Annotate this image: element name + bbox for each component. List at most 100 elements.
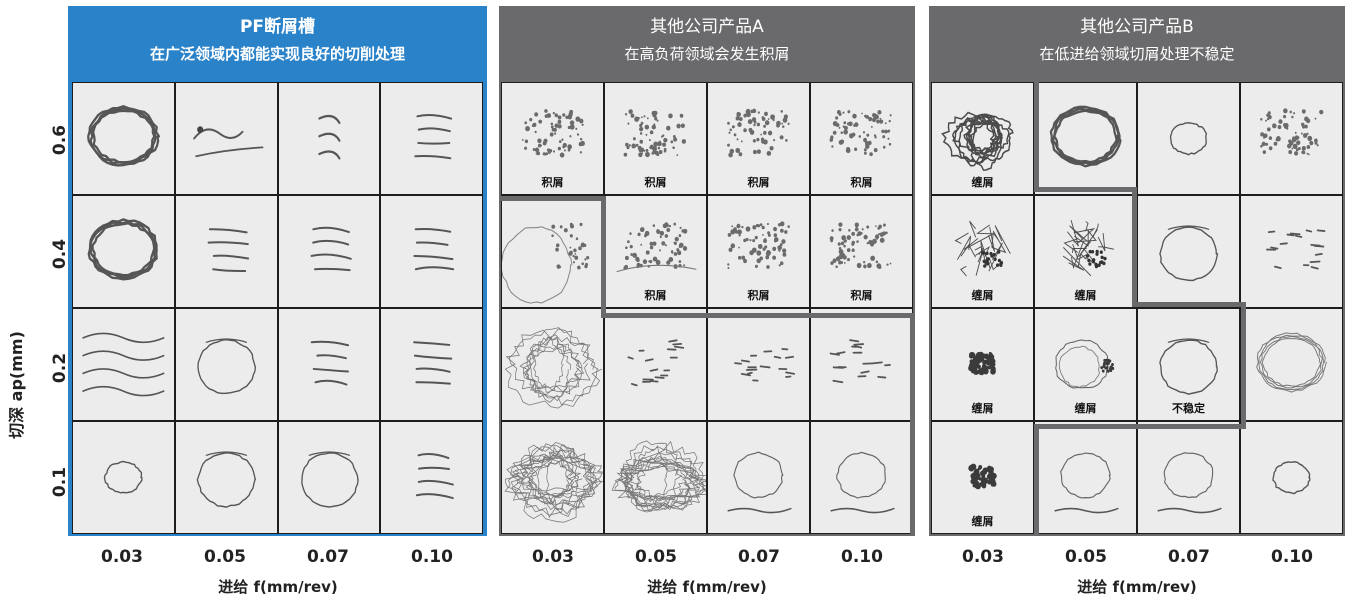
frame-segment <box>1132 187 1137 307</box>
frame-segment <box>501 196 605 201</box>
panel-pf-title: PF断屑槽 <box>239 17 316 37</box>
panel-pf-grid <box>72 82 483 534</box>
chip-image <box>196 451 256 508</box>
chip-image <box>310 226 352 272</box>
chip-cell-3-0: 缠屑 <box>931 421 1034 534</box>
chip-cell-0-1 <box>174 82 278 195</box>
chip-cell-2-2: 不稳定 <box>1137 308 1240 421</box>
panel-pf-subtitle: 在广泛领域内都能实现良好的切削处理 <box>149 45 405 63</box>
y-tick-0.4: 0.4 <box>50 238 70 270</box>
y-tick-0.2: 0.2 <box>50 352 70 384</box>
chip-cell-1-0 <box>501 195 604 308</box>
chip-cell-3-1 <box>174 421 278 534</box>
chip-cell-1-2: 积屑 <box>707 195 810 308</box>
chip-cell-1-3 <box>1240 195 1343 308</box>
chip-image <box>1049 105 1122 168</box>
chip-image <box>414 114 453 160</box>
panel-b-title: 其他公司产品B <box>1080 17 1194 37</box>
chip-image <box>416 453 455 500</box>
panel-a-grid: 积屑积屑积屑积屑积屑积屑积屑 <box>501 82 913 534</box>
chip-cell-1-3 <box>380 195 483 308</box>
chip-cell-1-2 <box>277 195 381 308</box>
chip-cell-2-3 <box>810 308 913 421</box>
chip-cell-2-2 <box>707 308 810 421</box>
chip-image <box>1266 229 1326 270</box>
y-tick-0.6: 0.6 <box>50 124 70 156</box>
chip-result-tag: 积屑 <box>747 289 770 302</box>
chip-image <box>829 339 891 384</box>
chip-cell-0-3: 积屑 <box>810 82 913 195</box>
x-tick-pf-0.05: 0.05 <box>204 547 246 567</box>
x-tick-b-0.07: 0.07 <box>1168 547 1210 567</box>
chip-image <box>413 341 453 385</box>
x-axis-label-b: 进给 f(mm/rev) <box>1077 578 1197 596</box>
chip-result-tag: 缠屑 <box>1074 289 1097 302</box>
chip-image <box>623 109 687 158</box>
chip-image <box>300 451 359 508</box>
chip-cell-3-0 <box>72 421 175 534</box>
chip-image <box>734 348 796 382</box>
chip-image <box>192 126 264 158</box>
chip-result-tag: 积屑 <box>747 176 770 189</box>
y-axis-label: 切深 ap(mm) <box>7 331 26 439</box>
chip-image <box>1055 339 1115 389</box>
x-tick-a-0.10: 0.10 <box>841 547 883 567</box>
panel-pf-header: PF断屑槽 在广泛领域内都能实现良好的切削处理 <box>68 6 487 78</box>
chip-image <box>941 111 1014 171</box>
chip-image <box>310 340 349 386</box>
chip-cell-0-2: 积屑 <box>707 82 810 195</box>
chip-image <box>82 332 165 397</box>
chip-cell-2-0 <box>501 308 604 421</box>
chip-image <box>504 441 603 523</box>
chip-image <box>87 105 161 167</box>
chip-image <box>413 227 455 271</box>
chip-cell-0-0: 缠屑 <box>931 82 1034 195</box>
chip-image <box>87 218 158 281</box>
chip-image <box>968 463 997 490</box>
chip-result-tag: 积屑 <box>850 176 873 189</box>
chip-image <box>1159 225 1219 282</box>
chip-cell-0-2 <box>1137 82 1240 195</box>
chip-cell-3-2 <box>1137 421 1240 534</box>
chip-result-tag: 积屑 <box>644 289 667 302</box>
panel-b-grid: 缠屑缠屑缠屑缠屑缠屑不稳定缠屑 <box>931 82 1343 534</box>
panel-pf: PF断屑槽 在广泛领域内都能实现良好的切削处理 <box>68 6 487 536</box>
chip-image <box>627 339 685 387</box>
chip-cell-2-0 <box>72 308 175 421</box>
chip-image <box>968 351 996 376</box>
x-tick-a-0.07: 0.07 <box>738 547 780 567</box>
panel-a-header: 其他公司产品A 在高负荷领域会发生积屑 <box>499 6 915 78</box>
frame-segment <box>1241 302 1246 428</box>
frame-segment <box>1034 424 1039 534</box>
x-tick-b-0.10: 0.10 <box>1271 547 1313 567</box>
chip-result-tag: 缠屑 <box>971 402 994 415</box>
frame-segment <box>1132 302 1246 307</box>
chip-cell-0-3 <box>380 82 483 195</box>
panel-b-subtitle: 在低进给领域切屑处理不稳定 <box>1039 45 1235 63</box>
chip-image <box>727 451 792 514</box>
chip-cell-2-2 <box>277 308 381 421</box>
x-tick-b-0.05: 0.05 <box>1065 547 1107 567</box>
chip-image <box>829 222 892 269</box>
panel-a: 其他公司产品A 在高负荷领域会发生积屑 积屑积屑积屑积屑积屑积屑积屑 <box>499 6 915 536</box>
chip-image <box>1260 108 1324 156</box>
chip-cell-2-0: 缠屑 <box>931 308 1034 421</box>
chip-cell-3-1 <box>604 421 707 534</box>
chip-image <box>954 220 1011 277</box>
frame-segment <box>601 196 606 316</box>
x-axis-label-a: 进给 f(mm/rev) <box>647 578 767 596</box>
chip-image <box>502 222 590 304</box>
chip-image <box>1272 461 1311 495</box>
chip-cell-0-1: 积屑 <box>604 82 707 195</box>
chip-cell-3-0 <box>501 421 604 534</box>
chip-image <box>611 440 706 513</box>
chip-image <box>1256 332 1327 393</box>
panel-a-title: 其他公司产品A <box>650 17 764 37</box>
chip-cell-2-1 <box>174 308 278 421</box>
chip-result-tag: 缠屑 <box>1074 402 1097 415</box>
chip-result-tag: 缠屑 <box>971 176 994 189</box>
chip-cell-3-3 <box>810 421 913 534</box>
frame-segment <box>1034 424 1246 429</box>
chip-cell-0-0 <box>72 82 175 195</box>
chip-cell-0-0: 积屑 <box>501 82 604 195</box>
